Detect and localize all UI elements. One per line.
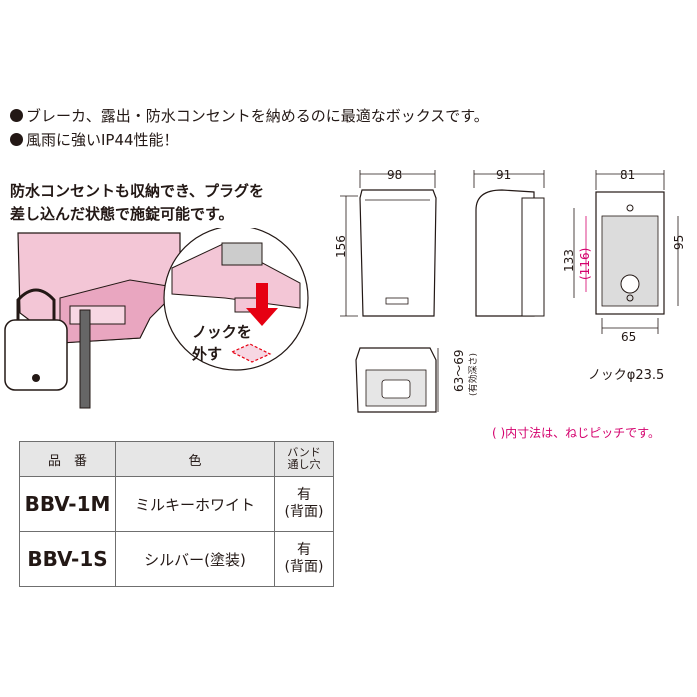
screw-pitch-inner-dim: (116) — [578, 247, 592, 280]
screw-pitch-outer-dim: 133 — [562, 249, 576, 272]
row-band-line-2: (背面) — [284, 559, 324, 575]
knock-callout-line-1: ノックを — [192, 323, 252, 341]
back-height-dim: 95 — [672, 234, 686, 250]
row-band-line-2: (背面) — [284, 504, 324, 520]
feature-text-2: 風雨に強いIP44性能！ — [26, 131, 179, 149]
row-code: BBV-1M — [19, 476, 116, 532]
knock-diameter-label: ノックφ23.5 — [588, 368, 665, 383]
spec-table: 品 番 色 バンド 通し穴 BBV-1M ミルキーホワイト 有 (背面) BBV… — [19, 441, 334, 587]
lead-line-2: 差し込んだ状態で施錠可能です。 — [10, 205, 234, 223]
bullet-dot-icon — [10, 133, 23, 146]
table-row: BBV-1M ミルキーホワイト 有 (背面) — [19, 476, 334, 532]
table-row: BBV-1S シルバー(塗装) 有 (背面) — [19, 531, 334, 587]
row-color: ミルキーホワイト — [115, 476, 275, 532]
knock-callout-line-2: 外す — [192, 345, 223, 363]
back-width-dim: 81 — [620, 168, 636, 182]
front-width-dim: 98 — [387, 168, 403, 182]
front-height-dim: 156 — [334, 235, 348, 258]
header-band-line-1: バンド — [287, 446, 321, 459]
usage-illustration — [4, 228, 309, 409]
bottom-view-drawing — [355, 347, 439, 413]
row-band-line-1: 有 — [297, 542, 311, 558]
row-code: BBV-1S — [19, 531, 116, 587]
row-band: 有 (背面) — [274, 531, 334, 587]
header-band-line-2: 通し穴 — [287, 458, 321, 471]
lead-line-1: 防水コンセントも収納でき、プラグを — [10, 182, 264, 200]
bullet-dot-icon — [10, 109, 23, 122]
side-depth-dim: 91 — [496, 168, 512, 182]
feature-text-1: ブレーカ、露出・防水コンセントを納めるのに最適なボックスです。 — [26, 107, 489, 125]
row-color: シルバー(塗装) — [115, 531, 275, 587]
front-view-drawing — [340, 170, 437, 317]
bottom-width-dim: 65 — [621, 330, 637, 344]
bottom-range-note: (有効深さ) — [469, 352, 479, 396]
padlock-icon — [4, 319, 68, 391]
table-header-row: 品 番 色 バンド 通し穴 — [19, 441, 334, 477]
header-color: 色 — [115, 441, 275, 477]
feature-bullet-2: 風雨に強いIP44性能！ — [10, 130, 179, 150]
knock-outline-icon — [230, 343, 272, 363]
back-view-drawing — [573, 170, 679, 334]
side-view-drawing — [473, 170, 545, 317]
arrow-down-icon — [246, 283, 278, 326]
row-band-line-1: 有 — [297, 487, 311, 503]
row-band: 有 (背面) — [274, 476, 334, 532]
header-band: バンド 通し穴 — [274, 441, 334, 477]
header-code: 品 番 — [19, 441, 116, 477]
screw-pitch-note: ( )内寸法は、ねじピッチです。 — [492, 426, 660, 440]
feature-bullet-1: ブレーカ、露出・防水コンセントを納めるのに最適なボックスです。 — [10, 106, 489, 126]
bottom-range-dim: 63～69 — [452, 349, 466, 392]
